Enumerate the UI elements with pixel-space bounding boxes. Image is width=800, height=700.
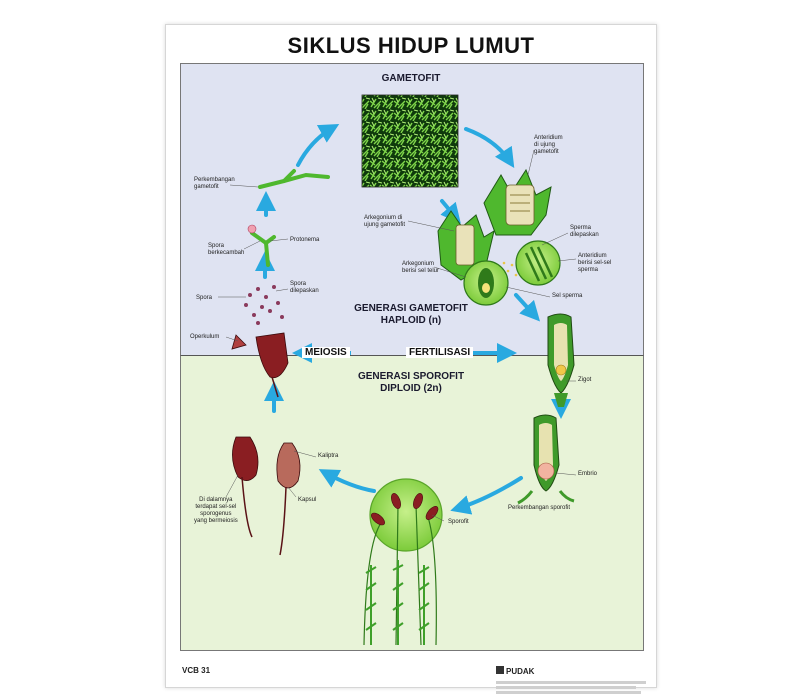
label-arkegonium-telur: Arkegonium berisi sel telur	[402, 261, 440, 274]
label-perkembangan-sporofit: Perkembangan sporofit	[508, 505, 571, 511]
label-arkegonium-ujung: Arkegonium di ujung gametofit	[364, 215, 406, 228]
sporofit-capsules	[371, 493, 439, 526]
arrow-to-capsule	[318, 469, 376, 493]
diploid-heading-line1: GENERASI SPOROFIT	[357, 371, 465, 382]
opened-capsule	[231, 332, 289, 398]
germinating-spore	[247, 224, 257, 234]
poster-code: VCB 31	[182, 666, 211, 675]
arrow-fertilization	[514, 293, 541, 322]
cycle-arrows	[255, 124, 571, 515]
label-kapsul: Kapsul	[298, 497, 317, 503]
label-operkulum: Operkulum	[190, 334, 220, 340]
sporofit-detail	[369, 478, 443, 552]
poster-title: SIKLUS HIDUP LUMUT	[287, 33, 535, 58]
sperm-cells	[502, 261, 518, 277]
label-spora-dilepaskan: Spora dilepaskan	[290, 281, 319, 294]
zigot-structure	[547, 313, 575, 407]
pudak-logo-icon	[496, 665, 504, 674]
capsule-kaliptra	[232, 436, 301, 556]
meiosis-label: MEIOSIS	[302, 347, 350, 358]
label-sel-sperma: Sel sperma	[552, 293, 583, 299]
diploid-heading: GENERASI SPOROFIT DIPLOID (2n)	[326, 371, 496, 395]
gametophyte-base	[365, 560, 430, 645]
label-embrio: Embrio	[578, 471, 598, 477]
poster: SIKLUS HIDUP LUMUT	[165, 24, 657, 694]
label-spora-berkecambah: Spora berkecambah	[208, 243, 245, 256]
fertilisasi-label: FERTILISASI	[406, 347, 474, 358]
embrio-structure	[517, 414, 575, 505]
label-sperma-dilepaskan: Sperma dilepaskan	[570, 225, 599, 238]
haploid-heading-line2: HAPLOID (n)	[380, 315, 442, 326]
haploid-heading-line1: GENERASI GAMETOFIT	[354, 303, 468, 314]
label-protonema: Protonema	[290, 237, 320, 243]
label-di-dalamnya: Di dalamnya terdapat sel-sel sporogenus …	[194, 497, 238, 524]
protonema	[250, 169, 330, 267]
arrow-to-sporofit	[450, 476, 523, 515]
anteridium-cluster	[483, 168, 552, 236]
spores	[244, 285, 284, 325]
publisher-block: PUDAK	[496, 661, 646, 694]
label-spora: Spora	[196, 295, 213, 301]
diploid-heading-line2: DIPLOID (2n)	[380, 383, 442, 394]
life-cycle-diagram	[218, 94, 577, 646]
label-sporofit: Sporofit	[448, 519, 469, 525]
gametofit-heading: GAMETOFIT	[381, 73, 441, 84]
leader-lines	[218, 149, 577, 522]
label-anteridium-ujung: Anteridium di ujung gametofit	[534, 135, 563, 155]
label-kaliptra: Kaliptra	[318, 453, 339, 459]
label-perkembangan-gametofit: Perkembangan gametofit	[194, 177, 235, 190]
gametofit-photo	[361, 94, 459, 188]
publisher-fine-print	[496, 681, 646, 694]
haploid-heading: GENERASI GAMETOFIT HAPLOID (n)	[326, 303, 496, 327]
publisher-brand: PUDAK	[506, 667, 535, 676]
label-zigot: Zigot	[578, 377, 592, 383]
arrow-to-anteridium	[464, 127, 515, 169]
label-anteridium-berisi: Anteridium berisi sel-sel sperma	[578, 253, 612, 273]
arrow-to-gametofit	[296, 124, 340, 167]
